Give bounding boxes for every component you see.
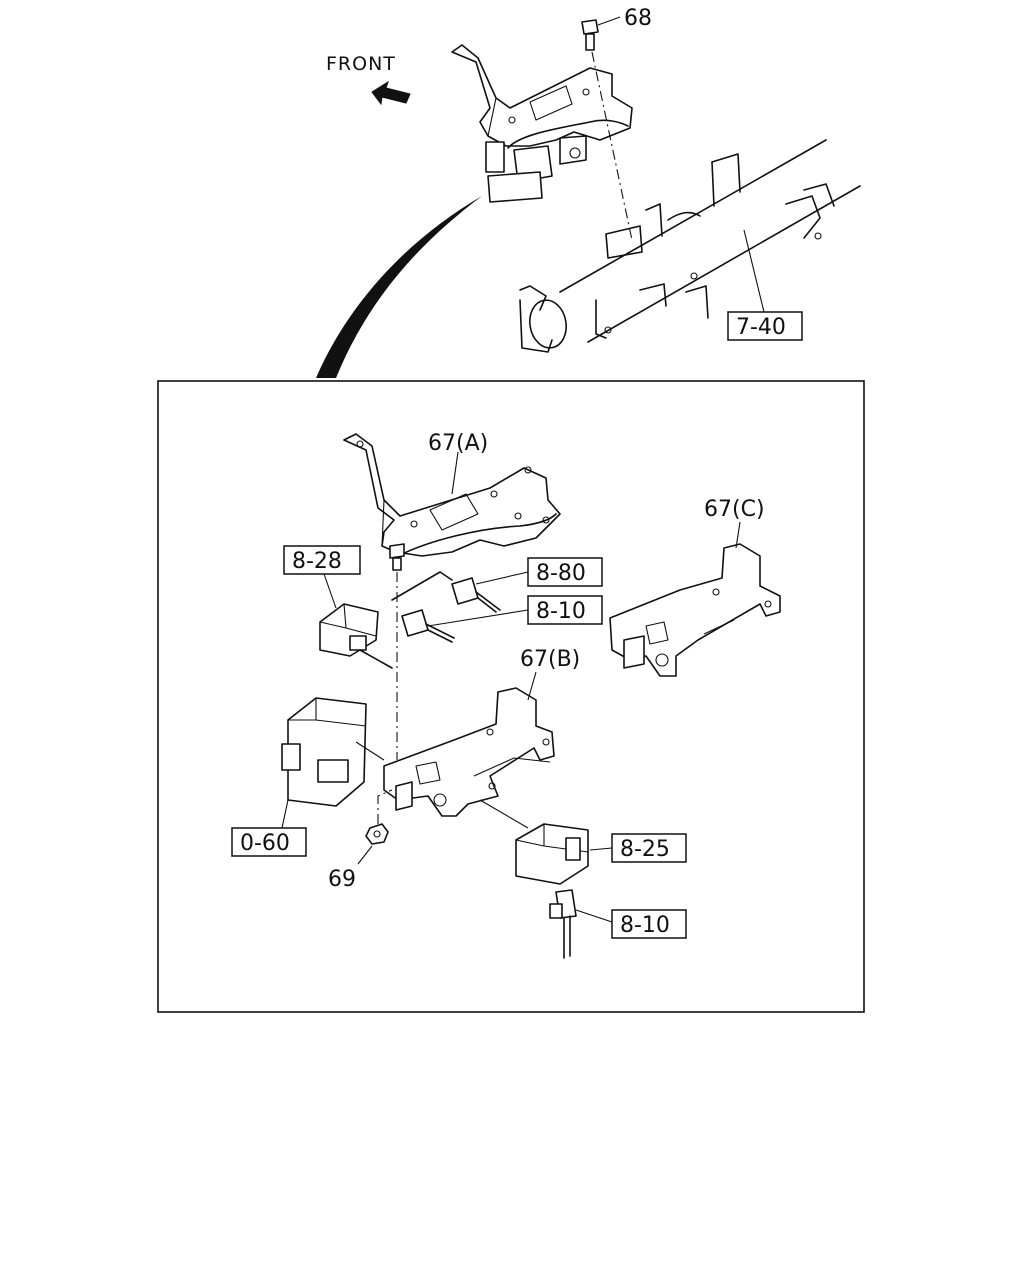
relay-8-28	[319, 603, 393, 669]
detail-group: 67(A) 8-28 8-80	[231, 431, 781, 959]
callout-box-8-10-upper	[527, 595, 603, 625]
detail-pointer-swoosh	[316, 196, 482, 378]
bracket-67b	[383, 687, 555, 817]
callout-8-25: 8-25	[620, 837, 670, 862]
connector-8-80	[451, 577, 501, 613]
leader-67b	[527, 671, 537, 701]
bracket-67a	[343, 433, 561, 557]
detail-frame	[157, 380, 865, 1013]
small-bolt	[389, 543, 405, 571]
cross-beam	[519, 139, 861, 353]
leader-8-10-lower	[575, 909, 613, 923]
leader-67a	[451, 451, 459, 495]
callout-68: 68	[624, 6, 652, 31]
callout-8-10-upper: 8-10	[536, 599, 586, 624]
callout-box-8-80	[527, 557, 603, 587]
control-unit-0-60	[281, 697, 385, 807]
bolt-axis-line	[591, 51, 633, 241]
callout-67c: 67(C)	[704, 497, 765, 522]
connector-8-10-upper	[401, 609, 455, 643]
callout-8-80: 8-80	[536, 561, 586, 586]
bolt-68	[581, 19, 599, 51]
overview-group: FRONT 68	[316, 6, 861, 378]
leader-8-80	[475, 571, 529, 585]
leader-8-28	[323, 573, 337, 609]
leader-8-10-upper	[427, 609, 529, 627]
callout-8-28: 8-28	[292, 549, 342, 574]
callout-67a: 67(A)	[428, 431, 488, 456]
leader-8-25	[589, 847, 613, 851]
callout-box-8-10-lower	[611, 909, 687, 939]
leader-69	[357, 845, 373, 865]
leader-67c	[735, 521, 741, 549]
callout-67b: 67(B)	[520, 647, 580, 672]
front-label: FRONT	[326, 53, 396, 75]
callout-7-40: 7-40	[736, 315, 786, 340]
callout-0-60: 0-60	[240, 831, 290, 856]
top-bracket-assembly	[451, 44, 633, 203]
callout-box-8-28	[283, 545, 361, 575]
callout-box-7-40	[727, 311, 803, 341]
connector-8-10-lower	[549, 889, 577, 959]
callout-box-0-60	[231, 827, 307, 857]
leader-0-60	[281, 799, 289, 829]
bracket-67c	[609, 543, 781, 677]
callout-8-10-lower: 8-10	[620, 913, 670, 938]
leader-7-40	[743, 229, 765, 313]
harness-wire	[391, 571, 453, 601]
callout-box-8-25	[611, 833, 687, 863]
leader-68	[597, 16, 621, 26]
front-arrow-icon	[371, 80, 411, 106]
nut-69	[365, 789, 393, 845]
callout-69: 69	[328, 867, 356, 892]
relay-8-25	[479, 799, 589, 885]
